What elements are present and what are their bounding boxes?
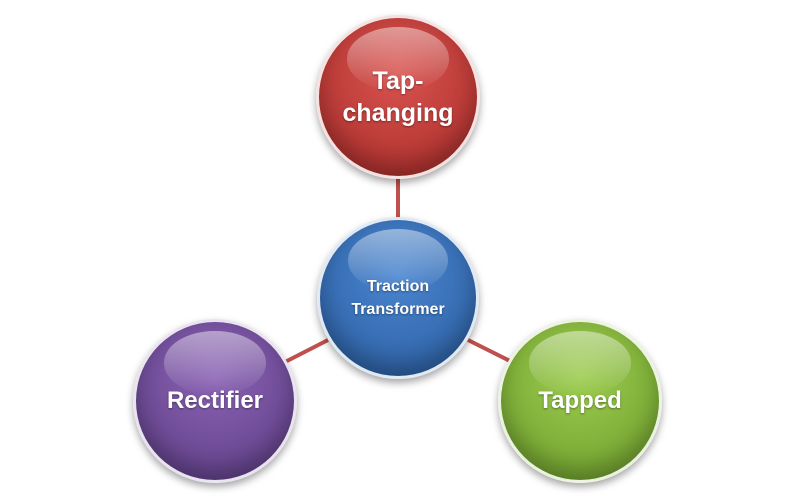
connector-right — [467, 338, 513, 364]
connector-left — [284, 338, 329, 364]
node-rectifier: Rectifier — [133, 319, 297, 483]
node-tap-changing: Tap-changing — [316, 15, 480, 179]
node-tapped: Tapped — [498, 319, 662, 483]
node-label: changing — [342, 99, 454, 127]
node-label: Tapped — [538, 387, 622, 414]
node-label: Transformer — [351, 301, 445, 318]
node-label: Rectifier — [166, 387, 264, 414]
node-label: Traction — [366, 278, 430, 295]
node-label: Tap- — [372, 67, 424, 95]
